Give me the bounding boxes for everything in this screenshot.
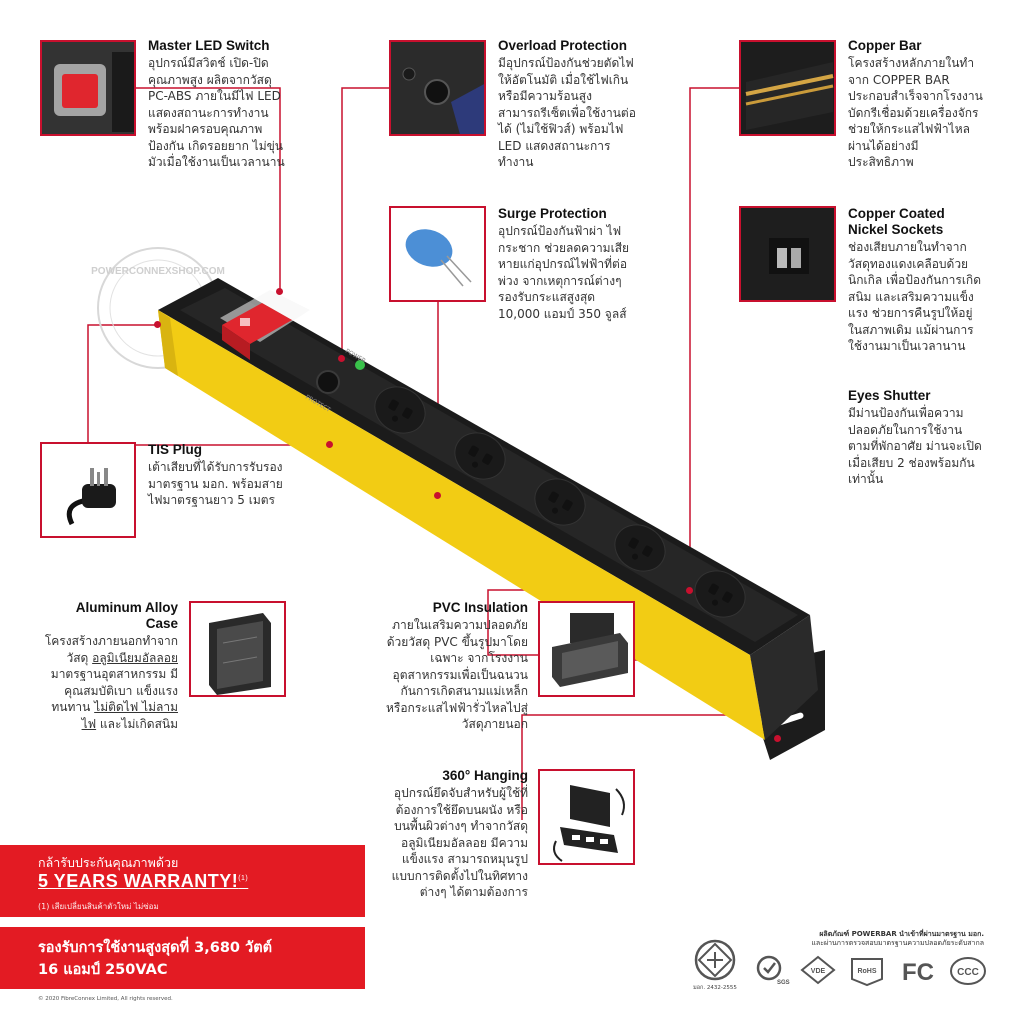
overload-desc: มีอุปกรณ์ป้องกันช่วยตัดไฟให้อัตโนมัติ เม…: [498, 56, 636, 169]
overload-thumbnail: [389, 40, 486, 136]
tis-logo-icon: [694, 939, 736, 981]
marker-dot: [774, 735, 781, 742]
marker-dot: [276, 288, 283, 295]
master-led-desc: อุปกรณ์มีสวิตช์ เปิด-ปิด คุณภาพสูง ผลิตจ…: [148, 56, 285, 169]
cert-line-1: ผลิตภัณฑ์ POWERBAR นำเข้าที่ผ่านมาตรฐาน …: [819, 930, 984, 938]
copyright: © 2020 FibreConnex Limited, All rights r…: [38, 996, 173, 1002]
svg-text:FC: FC: [902, 959, 934, 986]
aluminum-case-thumbnail: [189, 601, 286, 697]
led-indicator: [355, 360, 365, 370]
marker-dot: [338, 355, 345, 362]
nickel-sockets-thumbnail: [739, 206, 836, 302]
capacity-banner: รองรับการใช้งานสูงสุดที่ 3,680 วัตต์ 16 …: [0, 927, 365, 989]
warranty-note: (1) เสียเปลี่ยนสินค้าตัวใหม่ ไม่ซ่อม: [38, 902, 159, 911]
vde-logo-icon: VDE: [800, 955, 836, 985]
sockets: [374, 386, 746, 618]
eyes-shutter-desc: มีม่านป้องกันเพื่อความปลอดภัยในการใช้งาน…: [848, 406, 982, 486]
warranty-intro: กล้ารับประกันคุณภาพด้วย: [38, 855, 179, 870]
marker-dot: [686, 587, 693, 594]
copper-bar-title: Copper Bar: [848, 38, 922, 53]
surge-thumbnail: [389, 206, 486, 302]
aluminum-title-2: Case: [145, 616, 178, 631]
copper-coated-title-2: Nickel Sockets: [848, 222, 944, 237]
fc-logo-icon: FC: [902, 959, 934, 986]
copper-coated-title-1: Copper Coated: [848, 206, 945, 221]
capacity-line-2: 16 แอมป์ 250VAC: [38, 962, 168, 978]
marker-dot: [326, 441, 333, 448]
capacity-line-1: รองรับการใช้งานสูงสุดที่ 3,680 วัตต์: [38, 940, 273, 956]
tis-plug-thumbnail: [40, 442, 136, 538]
surge-title: Surge Protection: [498, 206, 607, 221]
tis-number: มอก. 2432-2555: [693, 985, 737, 991]
pvc-insulation-thumbnail: [538, 601, 635, 697]
hanging-bracket-thumbnail: [538, 769, 635, 865]
overload-title: Overload Protection: [498, 38, 628, 53]
svg-text:CCC: CCC: [957, 967, 979, 978]
tis-plug-desc: เต้าเสียบที่ได้รับการรับรองมาตรฐาน มอก. …: [148, 460, 283, 507]
tis-plug-title: TIS Plug: [148, 442, 202, 457]
master-led-title: Master LED Switch: [148, 38, 270, 53]
copper-bar-thumbnail: [739, 40, 836, 136]
ccc-logo-icon: CCC: [950, 957, 986, 985]
master-switch-thumbnail: [40, 40, 136, 136]
aluminum-desc: โครงสร้างภายนอกทำจากวัสดุ อลูมิเนียมอัลล…: [44, 634, 178, 731]
svg-text:VDE: VDE: [811, 968, 826, 975]
hanging-title: 360° Hanging: [442, 768, 528, 783]
svg-text:RoHS: RoHS: [857, 968, 876, 975]
warranty-banner: กล้ารับประกันคุณภาพด้วย 5 YEARS WARRANTY…: [0, 845, 365, 917]
power-strip-image: POWER PROTECT: [158, 278, 825, 760]
hanging-desc: อุปกรณ์ยึดจับสำหรับผู้ใช้ที่ต้องการใช้ยึ…: [391, 786, 528, 899]
copper-bar-desc: โครงสร้างหลักภายในทำจาก COPPER BAR ประกอ…: [848, 56, 983, 169]
warranty-headline: 5 YEARS WARRANTY!(1): [38, 871, 249, 891]
surge-desc: อุปกรณ์ป้องกันฟ้าผ่า ไฟกระชาก ช่วยลดความ…: [498, 224, 630, 321]
sgs-logo-icon: SGS: [756, 955, 790, 986]
marker-dot: [434, 492, 441, 499]
rohs-logo-icon: RoHS: [851, 958, 883, 987]
svg-text:SGS: SGS: [777, 980, 790, 986]
overload-reset-button: [316, 370, 340, 394]
cert-line-2: และผ่านการตรวจสอบมาตรฐานความปลอดภัยระดับ…: [811, 939, 984, 947]
marker-dot: [154, 321, 161, 328]
watermark-text: POWERCONNEXSHOP.COM: [91, 266, 225, 277]
master-switch: [220, 290, 310, 360]
pvc-desc: ภายในเสริมความปลอดภัยด้วยวัสดุ PVC ขึ้นร…: [385, 618, 528, 731]
eyes-shutter-title: Eyes Shutter: [848, 388, 931, 403]
cert-text: ผลิตภัณฑ์ POWERBAR นำเข้าที่ผ่านมาตรฐาน …: [700, 930, 984, 948]
aluminum-title-1: Aluminum Alloy: [75, 600, 178, 615]
copper-coated-desc: ช่องเสียบภายในทำจากวัสดุทองแดงเคลือบด้วย…: [848, 240, 981, 353]
pvc-title: PVC Insulation: [432, 600, 528, 615]
